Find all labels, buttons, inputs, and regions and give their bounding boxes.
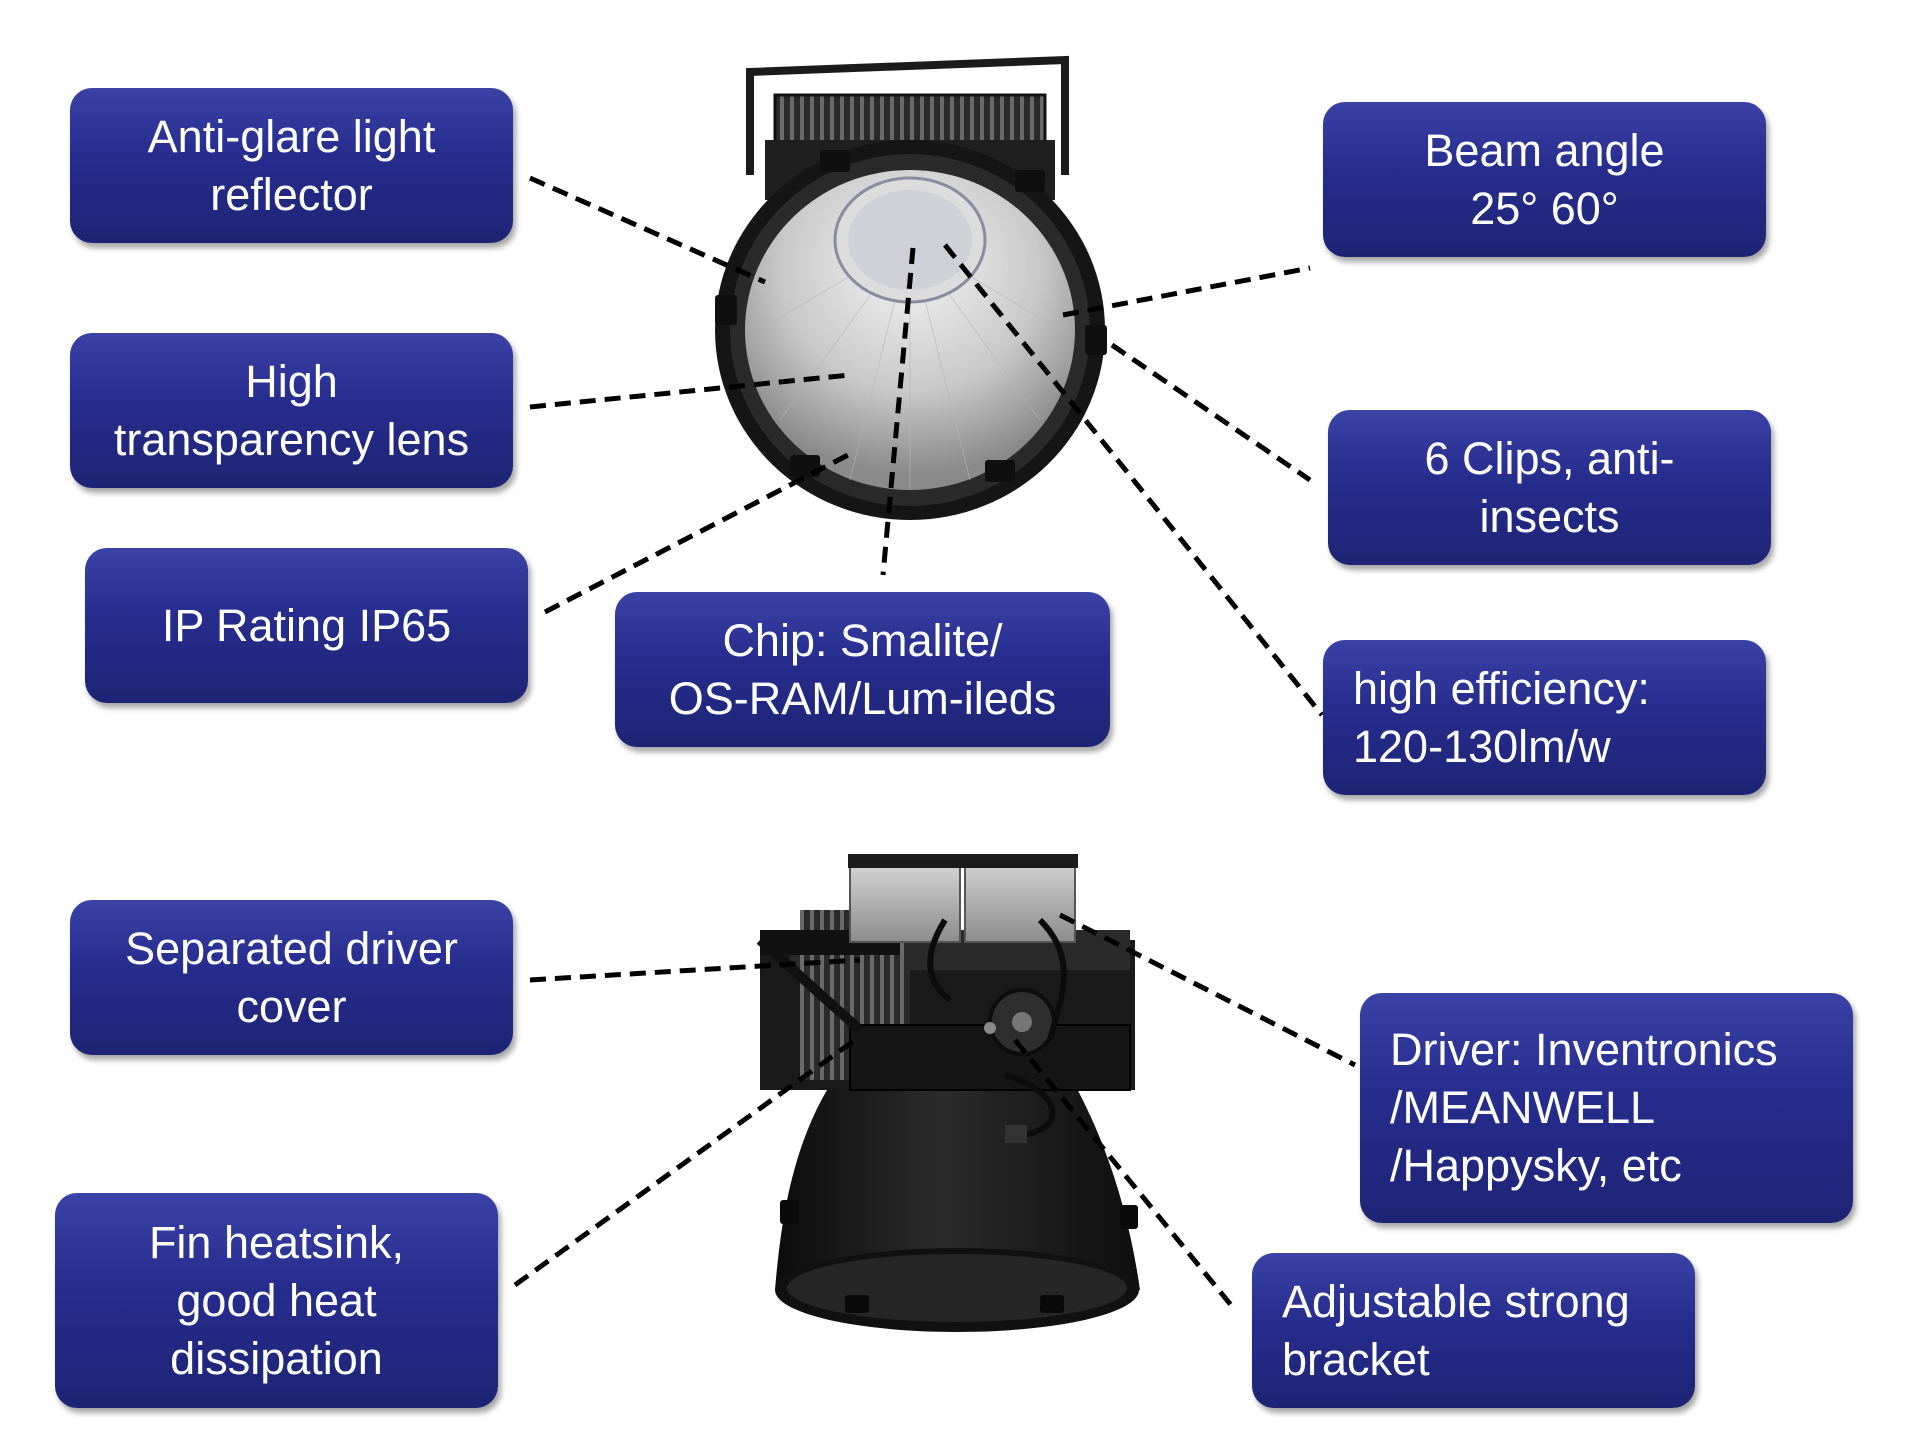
- callout-ip-rating: IP Rating IP65: [85, 548, 528, 703]
- callout-efficiency: high efficiency: 120-130lm/w: [1323, 640, 1766, 795]
- leader-heatsink: [513, 1037, 857, 1288]
- callout-efficiency-text: high efficiency: 120-130lm/w: [1353, 662, 1650, 772]
- leader-ip-rating: [543, 452, 850, 615]
- callout-clips-text: 6 Clips, anti- insects: [1424, 432, 1675, 542]
- leader-chip-2: [943, 243, 1324, 717]
- callout-lens: High transparency lens: [70, 333, 513, 488]
- callout-ip-rating-text: IP Rating IP65: [161, 599, 452, 651]
- callout-lens-text: High transparency lens: [113, 355, 470, 465]
- callout-clips: 6 Clips, anti- insects: [1328, 410, 1771, 565]
- leader-driver: [1058, 912, 1357, 1068]
- callout-bracket: Adjustable strong bracket: [1252, 1253, 1695, 1408]
- callout-driver-text: Driver: Inventronics /MEANWELL /Happysky…: [1390, 1024, 1778, 1191]
- leader-chip: [880, 247, 916, 576]
- leader-lens: [529, 372, 851, 410]
- leader-driver-cover: [529, 957, 861, 983]
- callout-chip-text: Chip: Smalite/ OS-RAM/Lum-ileds: [668, 614, 1057, 724]
- callout-beam-angle-text: Beam angle 25° 60°: [1424, 124, 1665, 234]
- callout-heatsink: Fin heatsink, good heat dissipation: [55, 1193, 498, 1408]
- leader-beam-angle: [1062, 265, 1311, 318]
- callout-anti-glare-text: Anti-glare light reflector: [147, 110, 436, 220]
- leader-anti-glare: [528, 175, 767, 285]
- callout-chip: Chip: Smalite/ OS-RAM/Lum-ileds: [615, 592, 1110, 747]
- callout-anti-glare: Anti-glare light reflector: [70, 88, 513, 243]
- callout-beam-angle: Beam angle 25° 60°: [1323, 102, 1766, 257]
- callout-bracket-text: Adjustable strong bracket: [1282, 1275, 1630, 1385]
- leader-bracket: [1013, 1038, 1237, 1312]
- callout-driver-cover-text: Separated driver cover: [125, 922, 458, 1032]
- callout-heatsink-text: Fin heatsink, good heat dissipation: [148, 1216, 405, 1384]
- leader-clips: [1110, 342, 1312, 483]
- callout-driver: Driver: Inventronics /MEANWELL /Happysky…: [1360, 993, 1853, 1223]
- callout-driver-cover: Separated driver cover: [70, 900, 513, 1055]
